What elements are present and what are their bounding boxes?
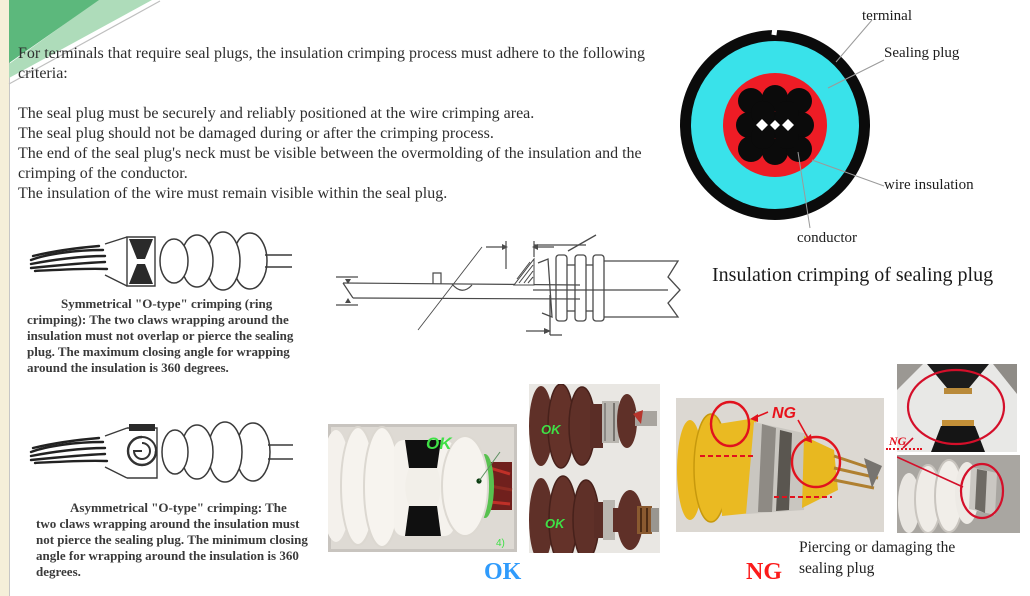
criterion-line: The end of the seal plug's neck must be … xyxy=(18,145,642,182)
label-terminal: terminal xyxy=(862,8,912,24)
brown-plug-top: OK xyxy=(529,384,657,469)
ng-side-annotation-subtext xyxy=(886,448,922,454)
label-conductor: conductor xyxy=(797,230,857,246)
asymmetrical-crimping-figure xyxy=(29,421,293,483)
photo-ng-pierced-bottom xyxy=(897,455,1020,533)
ng-annotation: NG xyxy=(772,405,796,422)
cross-section-caption: Insulation crimping of sealing plug xyxy=(712,264,994,286)
conductor-strands xyxy=(736,85,814,165)
intro-text-block: For terminals that require seal plugs, t… xyxy=(18,44,680,204)
ok-group-label: OK xyxy=(484,559,522,585)
criterion-line: The insulation of the wire must remain v… xyxy=(18,185,448,202)
brown-plug-bottom: OK xyxy=(529,475,659,553)
criterion-line: The seal plug must be securely and relia… xyxy=(18,105,535,122)
symmetrical-crimping-figure xyxy=(29,231,292,291)
asymmetrical-crimping-caption: Asymmetrical "O-type" crimping: The two … xyxy=(36,500,308,579)
photo-ok-white-seal-plug: OK 4) xyxy=(328,424,517,552)
slide-edge-strip xyxy=(0,0,10,596)
photo-ng-yellow-seal-plug: NG xyxy=(676,398,884,532)
label-sealing-plug: Sealing plug xyxy=(884,45,960,61)
ng-side-annotation: NG xyxy=(889,434,907,448)
criterion-line: The seal plug should not be damaged duri… xyxy=(18,125,494,142)
wire-cross-section-diagram xyxy=(680,19,885,229)
photo-ng-pierced-top xyxy=(897,364,1017,452)
photo-ok-brown-seal-plugs: OK OK xyxy=(529,384,660,553)
ok-annotation: OK xyxy=(541,422,562,437)
label-wire-insulation: wire insulation xyxy=(884,177,974,193)
corner-ribbon-decoration xyxy=(8,0,161,85)
ng-group-label: NG xyxy=(746,559,782,585)
ok-annotation: OK xyxy=(426,434,453,453)
leader-lines xyxy=(797,19,885,229)
ng-group-caption: Piercing or damaging the sealing plug xyxy=(799,539,956,577)
intro-paragraph: For terminals that require seal plugs, t… xyxy=(18,45,645,82)
blurred-red-annotation xyxy=(700,455,832,498)
note-4: 4) xyxy=(496,538,505,549)
terminal-side-view-drawing xyxy=(336,234,681,336)
ok-annotation: OK xyxy=(545,516,566,531)
symmetrical-crimping-caption: Symmetrical "O-type" crimping (ring crim… xyxy=(27,296,294,375)
